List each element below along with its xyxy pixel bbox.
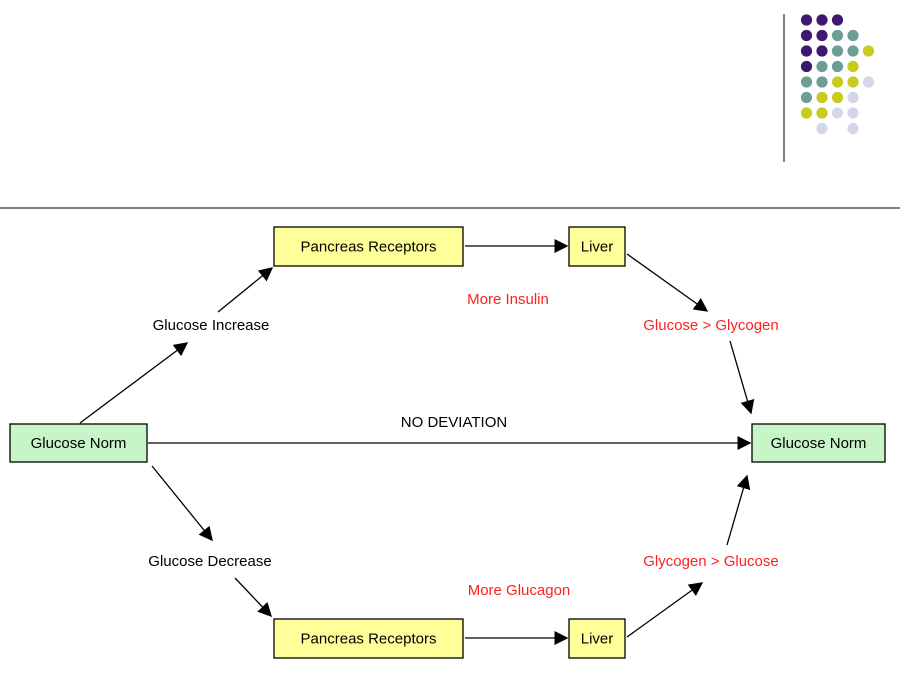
edge-liver-bottom-to-glucose [626, 582, 704, 638]
label-glucose-decrease: Glucose Decrease [148, 553, 271, 570]
node-pancreas-top-label: Pancreas Receptors [301, 238, 437, 255]
logo-dot [800, 107, 813, 119]
logo-dot [816, 122, 828, 135]
edge-norm-to-increase [79, 342, 189, 424]
node-norm-end-label: Glucose Norm [771, 435, 867, 452]
logo-dot [816, 14, 828, 26]
logo-dot [862, 76, 875, 88]
edge-norm-to-decrease [151, 465, 213, 542]
node-norm-end-box [751, 423, 886, 463]
node-pancreas-top-box [273, 226, 464, 267]
label-glycogen-to-glucose: Glycogen > Glucose [643, 553, 779, 570]
logo-dot [862, 45, 875, 57]
node-liver-top-label: Liver [581, 238, 614, 255]
logo-dot [831, 91, 844, 104]
node-liver-top-box [568, 226, 626, 267]
label-glucose-to-glycogen: Glucose > Glycogen [643, 317, 779, 334]
logo-dot [816, 91, 828, 104]
label-more-glucagon: More Glucagon [468, 582, 571, 599]
logo-dot [816, 107, 828, 119]
node-liver-bottom: Liver [568, 618, 626, 659]
logo-dot [800, 76, 813, 88]
label-more-insulin: More Insulin [467, 291, 549, 308]
logo-dot [800, 29, 813, 42]
logo-dot [847, 91, 859, 104]
node-liver-bottom-label: Liver [581, 630, 614, 647]
logo-dot [800, 60, 813, 73]
logo-dot [831, 107, 844, 119]
logo-dot [831, 45, 844, 57]
logo-dot [847, 122, 859, 135]
node-liver-bottom-box [568, 618, 626, 659]
node-pancreas-bottom: Pancreas Receptors [273, 618, 464, 659]
edge-glucose-to-norm [726, 474, 751, 546]
node-norm-start: Glucose Norm [9, 423, 148, 463]
logo-dot [831, 29, 844, 42]
node-pancreas-top: Pancreas Receptors [273, 226, 464, 267]
logo-dot [847, 76, 859, 88]
node-norm-end: Glucose Norm [751, 423, 886, 463]
node-liver-top: Liver [568, 226, 626, 267]
edge-glycogen-to-norm [729, 340, 755, 415]
node-norm-start-box [9, 423, 148, 463]
logo-dot [847, 107, 859, 119]
node-pancreas-bottom-box [273, 618, 464, 659]
edge-liver-top-to-glycogen [626, 253, 709, 312]
logo-dot [847, 29, 859, 42]
logo-dot [831, 14, 844, 26]
edge-decrease-to-pancreas [234, 577, 272, 618]
logo-dot [816, 45, 828, 57]
logo-dot [800, 45, 813, 57]
logo-dot [831, 76, 844, 88]
label-no-deviation: NO DEVIATION [401, 414, 507, 431]
label-glucose-increase: Glucose Increase [153, 317, 270, 334]
logo-dot [800, 14, 813, 26]
node-pancreas-bottom-label: Pancreas Receptors [301, 630, 437, 647]
logo-dot [800, 91, 813, 104]
dot-grid-logo [800, 14, 875, 135]
logo-dot [816, 76, 828, 88]
edge-increase-to-pancreas [217, 267, 274, 313]
logo-dot [816, 29, 828, 42]
logo-dot [816, 60, 828, 73]
edges [79, 239, 755, 645]
logo-dot [831, 60, 844, 73]
node-norm-start-label: Glucose Norm [31, 435, 127, 452]
logo-dot [847, 60, 859, 73]
logo-dot [847, 45, 859, 57]
